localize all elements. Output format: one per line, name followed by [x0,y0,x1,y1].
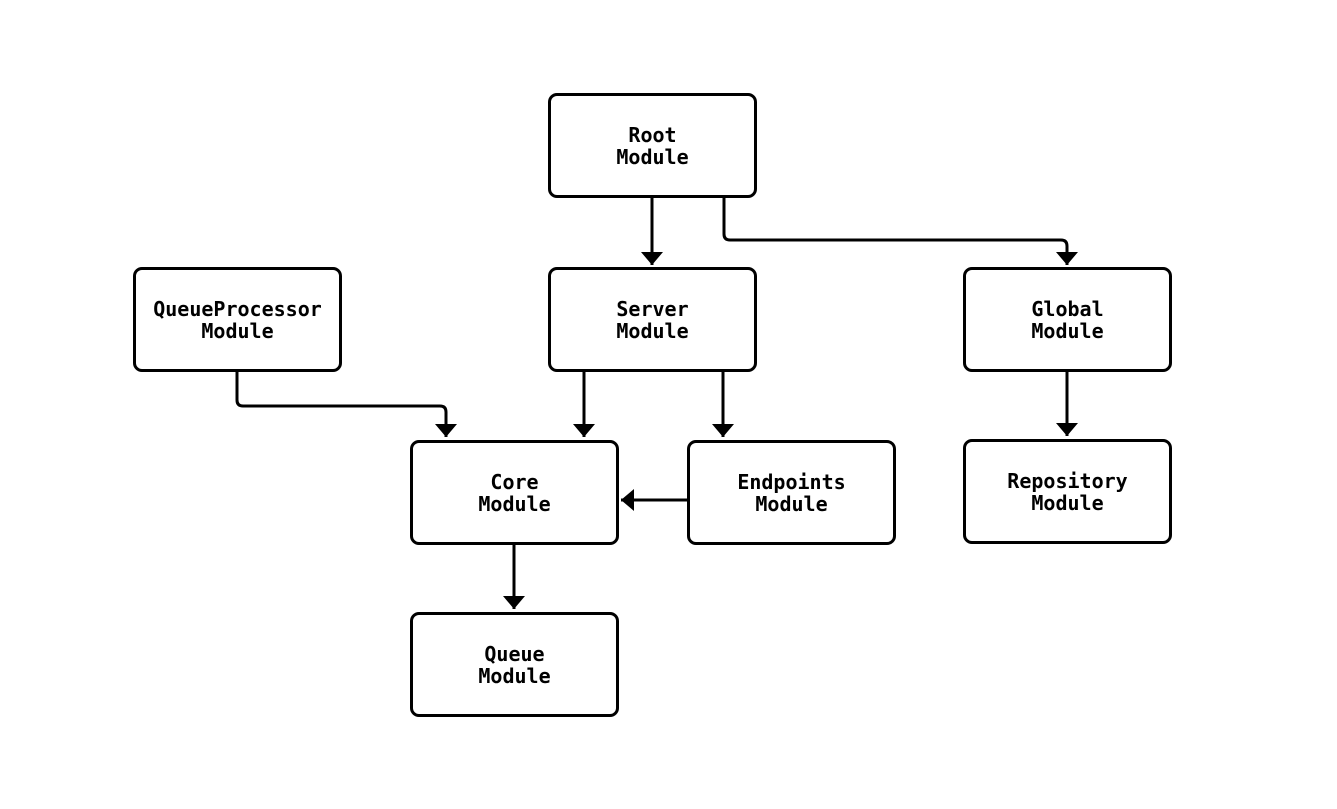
node-queue-module: Queue Module [410,612,619,717]
node-label: Global Module [1031,296,1104,343]
node-core-module: Core Module [410,440,619,545]
edge-root-to-global [722,198,1078,265]
node-label: Server Module [616,296,689,343]
node-endpoints-module: Endpoints Module [687,440,896,545]
node-server-module: Server Module [548,267,757,372]
node-label: Endpoints Module [737,469,846,516]
node-label: Core Module [478,469,551,516]
edges-group [235,198,1078,609]
node-label: Repository Module [1007,468,1128,515]
node-label: Queue Module [478,641,551,688]
node-global-module: Global Module [963,267,1172,372]
node-label: Root Module [616,122,689,169]
node-repository-module: Repository Module [963,439,1172,544]
edge-queueprocessor-to-core [235,372,457,437]
node-queueprocessor-module: QueueProcessor Module [133,267,342,372]
node-root-module: Root Module [548,93,757,198]
node-label: QueueProcessor Module [153,296,322,343]
